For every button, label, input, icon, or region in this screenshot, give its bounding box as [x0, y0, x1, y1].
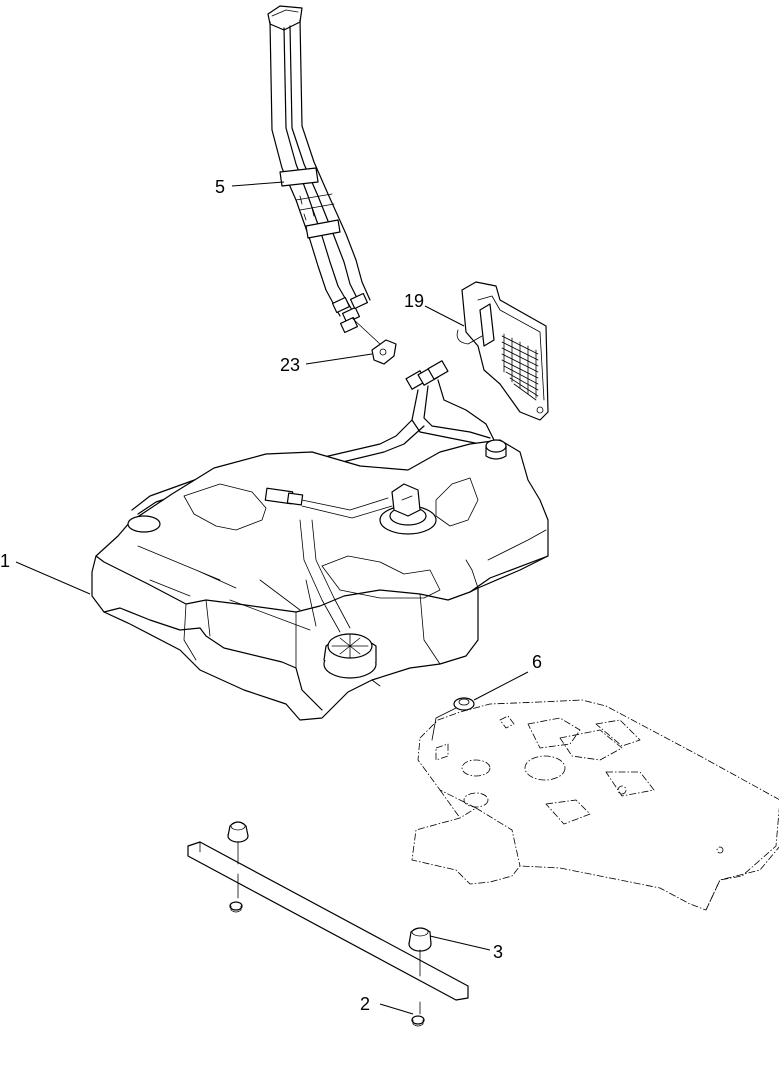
hose-clamp	[351, 317, 397, 365]
callout-leaders	[15, 181, 529, 1015]
callout-23: 23	[280, 355, 300, 375]
callout-19: 19	[404, 291, 424, 311]
wiring-connector	[264, 487, 393, 519]
bumper-left	[227, 821, 249, 865]
bumper-right	[408, 927, 432, 977]
callout-1: 1	[0, 551, 10, 571]
grommet	[431, 697, 475, 741]
bracket-slots	[501, 333, 539, 401]
fuel-sender-unit	[379, 483, 437, 535]
hold-down-strap	[187, 841, 469, 1001]
callout-labels: 1 5 19 23 6 3 2	[0, 177, 542, 1014]
callout-5: 5	[215, 177, 225, 197]
vent-fitting	[485, 439, 507, 460]
callout-3: 3	[493, 942, 503, 962]
chassis-frame-phantom	[411, 699, 779, 911]
screw-left	[229, 873, 243, 913]
fuel-cap	[323, 633, 377, 679]
fuel-tank	[91, 439, 549, 721]
screw-right	[411, 1001, 425, 1027]
tank-bracket	[456, 281, 549, 421]
fuel-hose-assembly	[267, 5, 371, 334]
callout-2: 2	[360, 994, 370, 1014]
callout-6: 6	[532, 652, 542, 672]
